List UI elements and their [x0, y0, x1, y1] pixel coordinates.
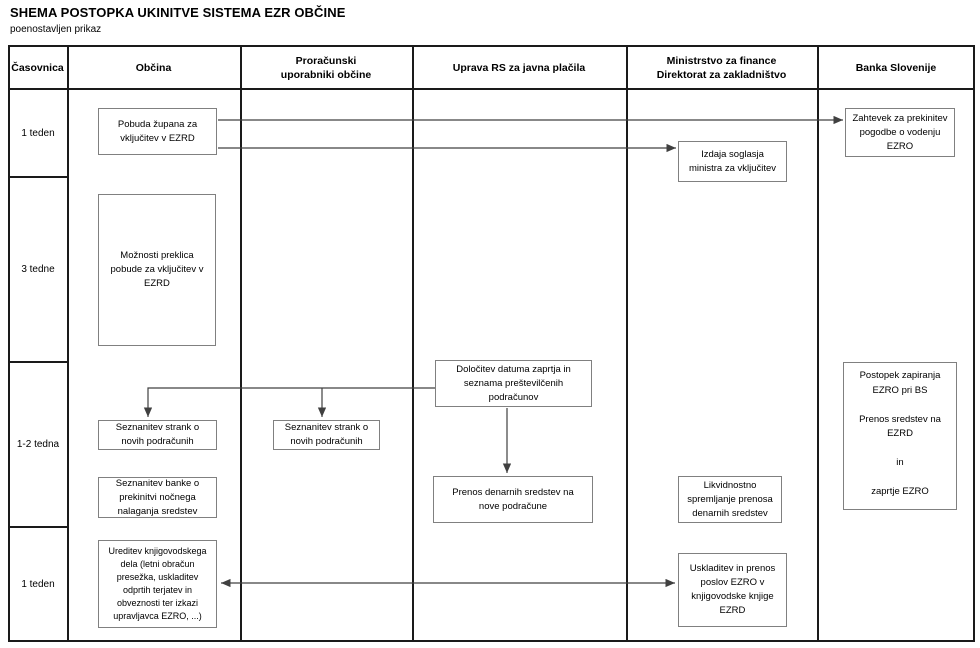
column-divider [817, 46, 819, 641]
node-likvidnostno: Likvidnostno spremljanje prenosa denarni… [678, 476, 782, 523]
lane-header-casovnica: Časovnica [11, 61, 64, 74]
row-divider [9, 361, 67, 363]
node-seznanitev-strank-obcina: Seznanitev strank o novih podračunih [98, 420, 217, 450]
node-postopek-zapiranja: Postopek zapiranja EZRO pri BS Prenos sr… [843, 362, 957, 510]
page-subtitle: poenostavljen prikaz [10, 24, 102, 35]
page-title: SHEMA POSTOPKA UKINITVE SISTEMA EZR OBČI… [10, 5, 346, 20]
node-uskladitev-prenos: Uskladitev in prenos poslov EZRO v knjig… [678, 553, 787, 627]
lane-header-obcina: Občina [135, 61, 172, 74]
column-divider [626, 46, 628, 641]
node-izdaja-soglasja: Izdaja soglasja ministra za vključitev [678, 141, 787, 182]
column-divider [67, 46, 69, 641]
node-pobuda: Pobuda župana za vključitev v EZRD [98, 108, 217, 155]
lane-header-proracunski: Proračunski uporabniki občine [280, 54, 372, 81]
table-outline [8, 45, 975, 642]
node-zahtevek: Zahtevek za prekinitev pogodbe o vodenju… [845, 108, 955, 157]
node-seznanitev-strank-pu: Seznanitev strank o novih podračunih [273, 420, 380, 450]
row-divider [9, 526, 67, 528]
time-label-row3: 1-2 tedna [16, 439, 60, 450]
node-prenos-sredstev: Prenos denarnih sredstev na nove podraču… [433, 476, 593, 523]
node-ureditev-knjigovodskega: Ureditev knjigovodskega dela (letni obra… [98, 540, 217, 628]
column-divider [412, 46, 414, 641]
node-seznanitev-banke: Seznanitev banke o prekinitvi nočnega na… [98, 477, 217, 518]
time-label-row2: 3 tedne [21, 264, 55, 275]
lane-header-banka: Banka Slovenije [855, 61, 937, 74]
lane-header-ministrstvo: Ministrstvo za finance Direktorat za zak… [656, 54, 787, 81]
node-dolocitev-datuma: Določitev datuma zaprtja in seznama preš… [435, 360, 592, 407]
lane-header-uprava: Uprava RS za javna plačila [452, 61, 586, 74]
column-divider [240, 46, 242, 641]
node-moznosti-preklica: Možnosti preklica pobude za vključitev v… [98, 194, 216, 346]
time-label-row4: 1 teden [21, 578, 55, 590]
row-divider [9, 176, 67, 178]
header-divider [8, 88, 975, 90]
time-label-row1: 1 teden [21, 127, 55, 139]
